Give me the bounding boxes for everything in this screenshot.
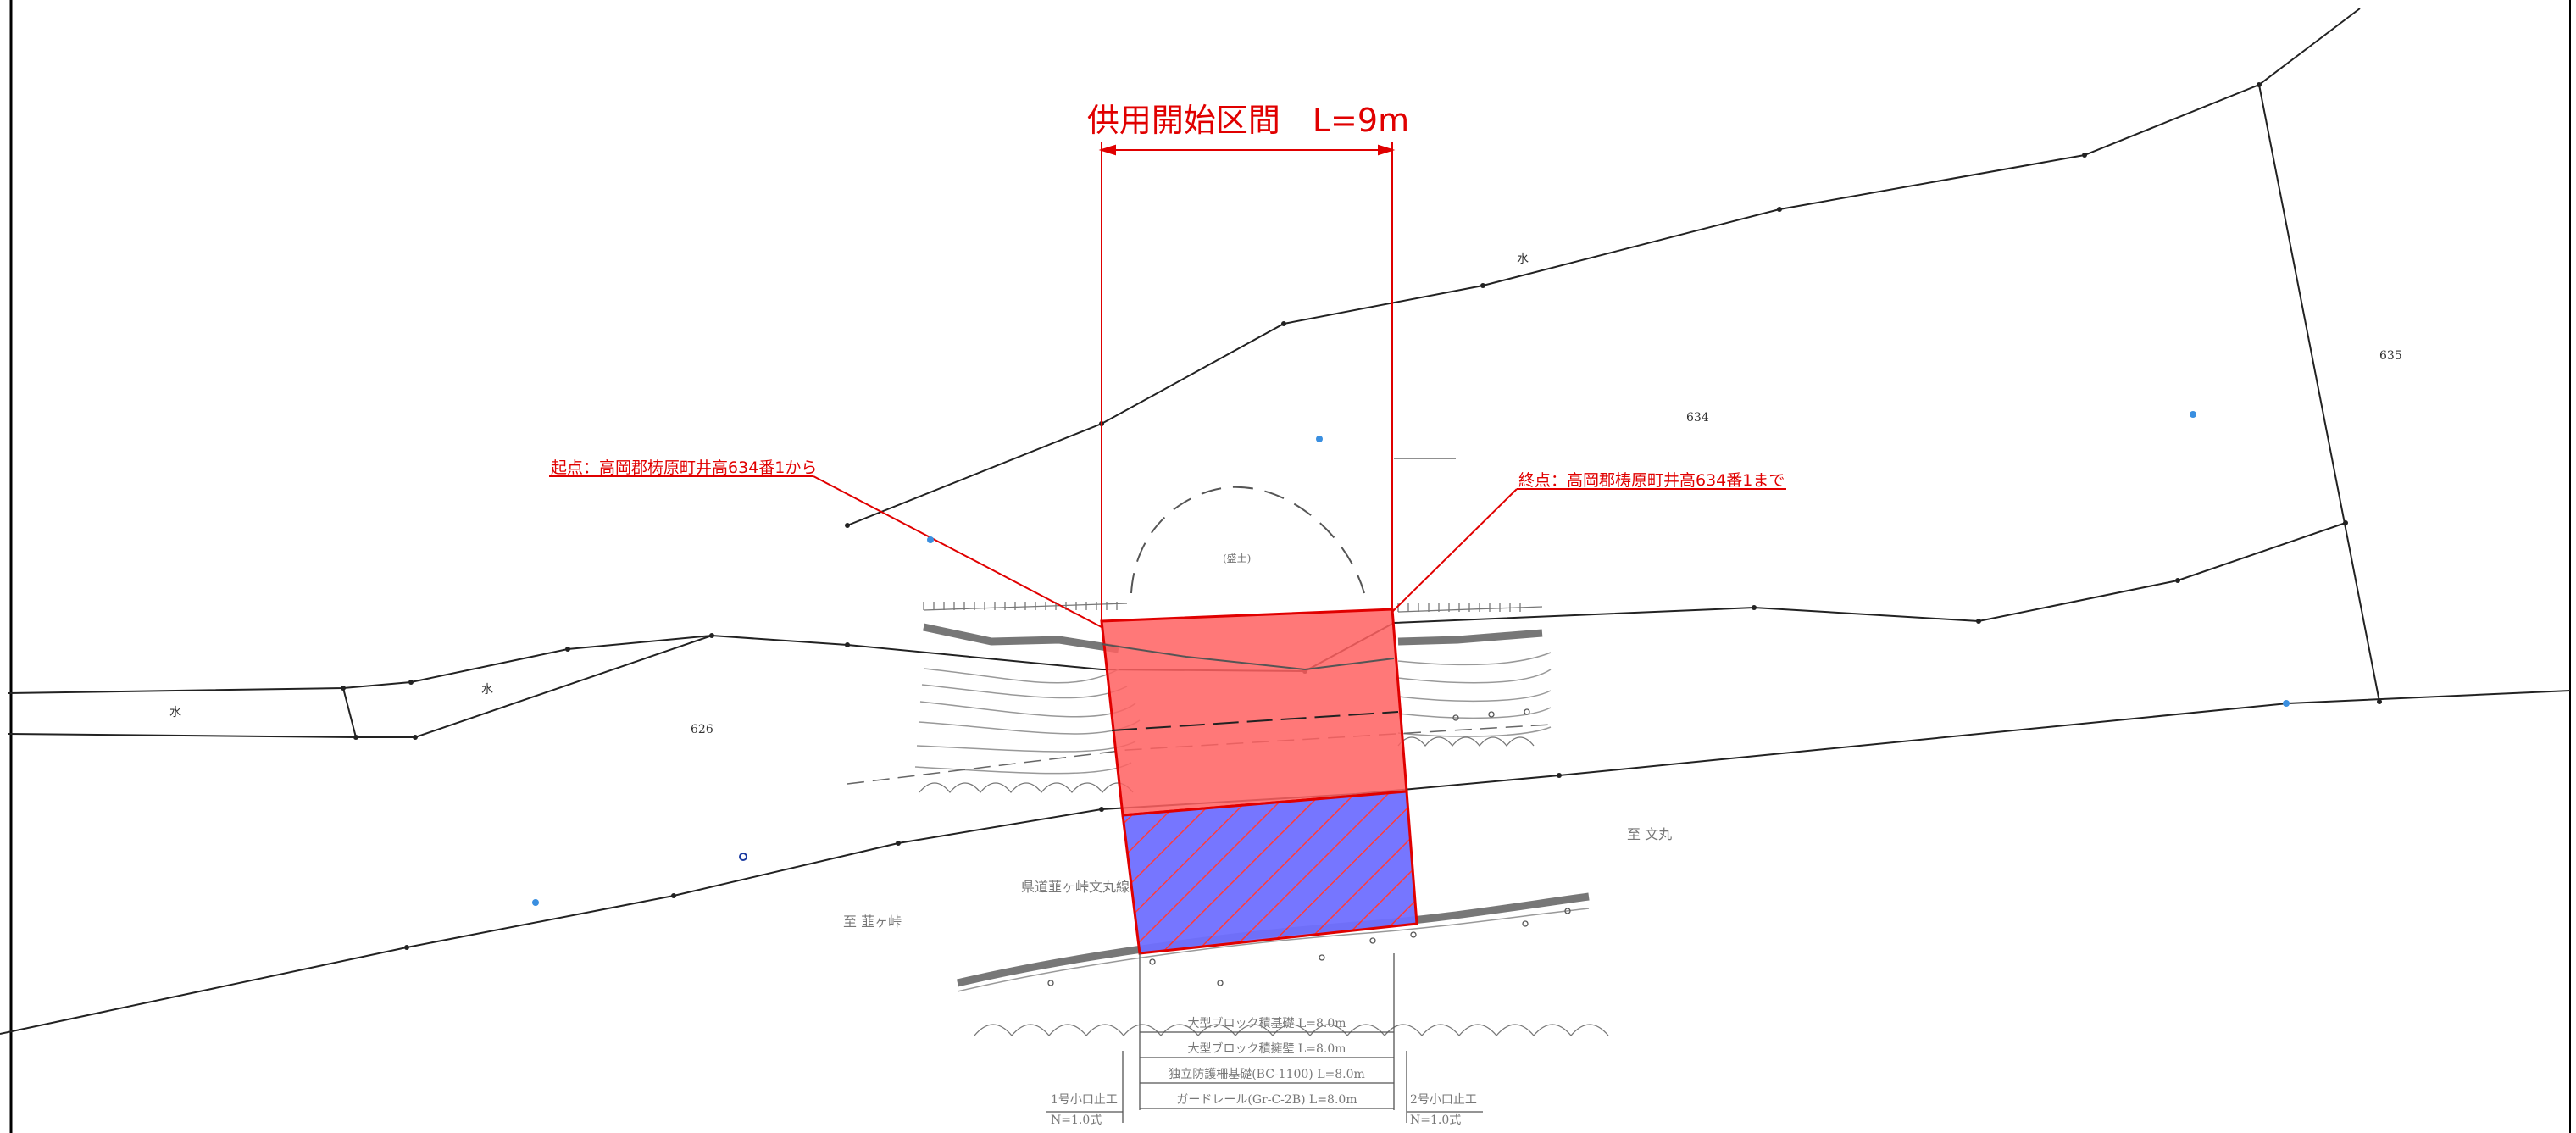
end-point-label: 終点：高岡郡梼原町井高634番1まで xyxy=(1518,471,1785,490)
survey-points xyxy=(341,82,2382,950)
left-lower-boundary xyxy=(8,635,713,738)
control-point-marker xyxy=(2190,411,2196,418)
small-circles xyxy=(1047,708,1571,986)
section-dimension xyxy=(1098,142,1396,623)
water-label-mid: 水 xyxy=(481,683,493,697)
section-title: 供用開始区間 L=9m xyxy=(1087,102,1409,139)
parcel-634: 634 xyxy=(1686,411,1709,425)
control-point-marker xyxy=(532,899,539,906)
legend-item-4: ガードレール(Gr-C-2B) L=8.0m xyxy=(1176,1093,1357,1107)
fill-label: (盛土) xyxy=(1223,552,1251,564)
legend-lines xyxy=(1046,953,1483,1123)
legend-left-note-1: 1号小口止工 xyxy=(1051,1093,1118,1107)
legend-left-note-2: N=1.0式 xyxy=(1051,1114,1102,1127)
control-point-marker xyxy=(927,536,934,543)
start-leader xyxy=(549,475,1102,628)
water-label-top: 水 xyxy=(1517,253,1529,266)
fill-mound-outline xyxy=(1130,486,1365,594)
embankment-symbols xyxy=(919,602,1609,1037)
control-points xyxy=(532,411,2290,906)
water-label-left: 水 xyxy=(169,706,181,719)
end-leader xyxy=(1391,488,1786,613)
direction-left: 至 韮ヶ峠 xyxy=(843,914,902,930)
legend-item-2: 大型ブロック積擁壁 L=8.0m xyxy=(1187,1041,1346,1056)
section-hatched-area xyxy=(1121,790,1418,955)
control-point-marker xyxy=(1316,436,1323,442)
direction-right: 至 文丸 xyxy=(1627,826,1672,842)
road-name: 県道韮ヶ峠文丸線 xyxy=(1021,879,1130,895)
legend-right-note-1: 2号小口止工 xyxy=(1410,1093,1477,1107)
legend-right-note-2: N=1.0式 xyxy=(1410,1114,1461,1127)
legend-item-1: 大型ブロック積基礎 L=8.0m xyxy=(1187,1016,1346,1030)
legend-item-3: 独立防護柵基礎(BC-1100) L=8.0m xyxy=(1169,1067,1365,1081)
control-point-marker xyxy=(2283,700,2290,707)
small-tick xyxy=(342,687,357,738)
red-area-road-line xyxy=(1101,643,1395,671)
control-point-marker xyxy=(739,853,747,861)
upper-boundary xyxy=(847,8,2361,526)
right-boundary xyxy=(2258,84,2380,703)
red-area-center-dash xyxy=(1111,711,1399,731)
parcel-635: 635 xyxy=(2379,349,2402,363)
parcel-626: 626 xyxy=(691,723,713,736)
section-red-area xyxy=(1100,608,1408,817)
road-outer-line xyxy=(957,908,1590,992)
start-point-label: 起点：高岡郡梼原町井高634番1から xyxy=(551,458,817,477)
